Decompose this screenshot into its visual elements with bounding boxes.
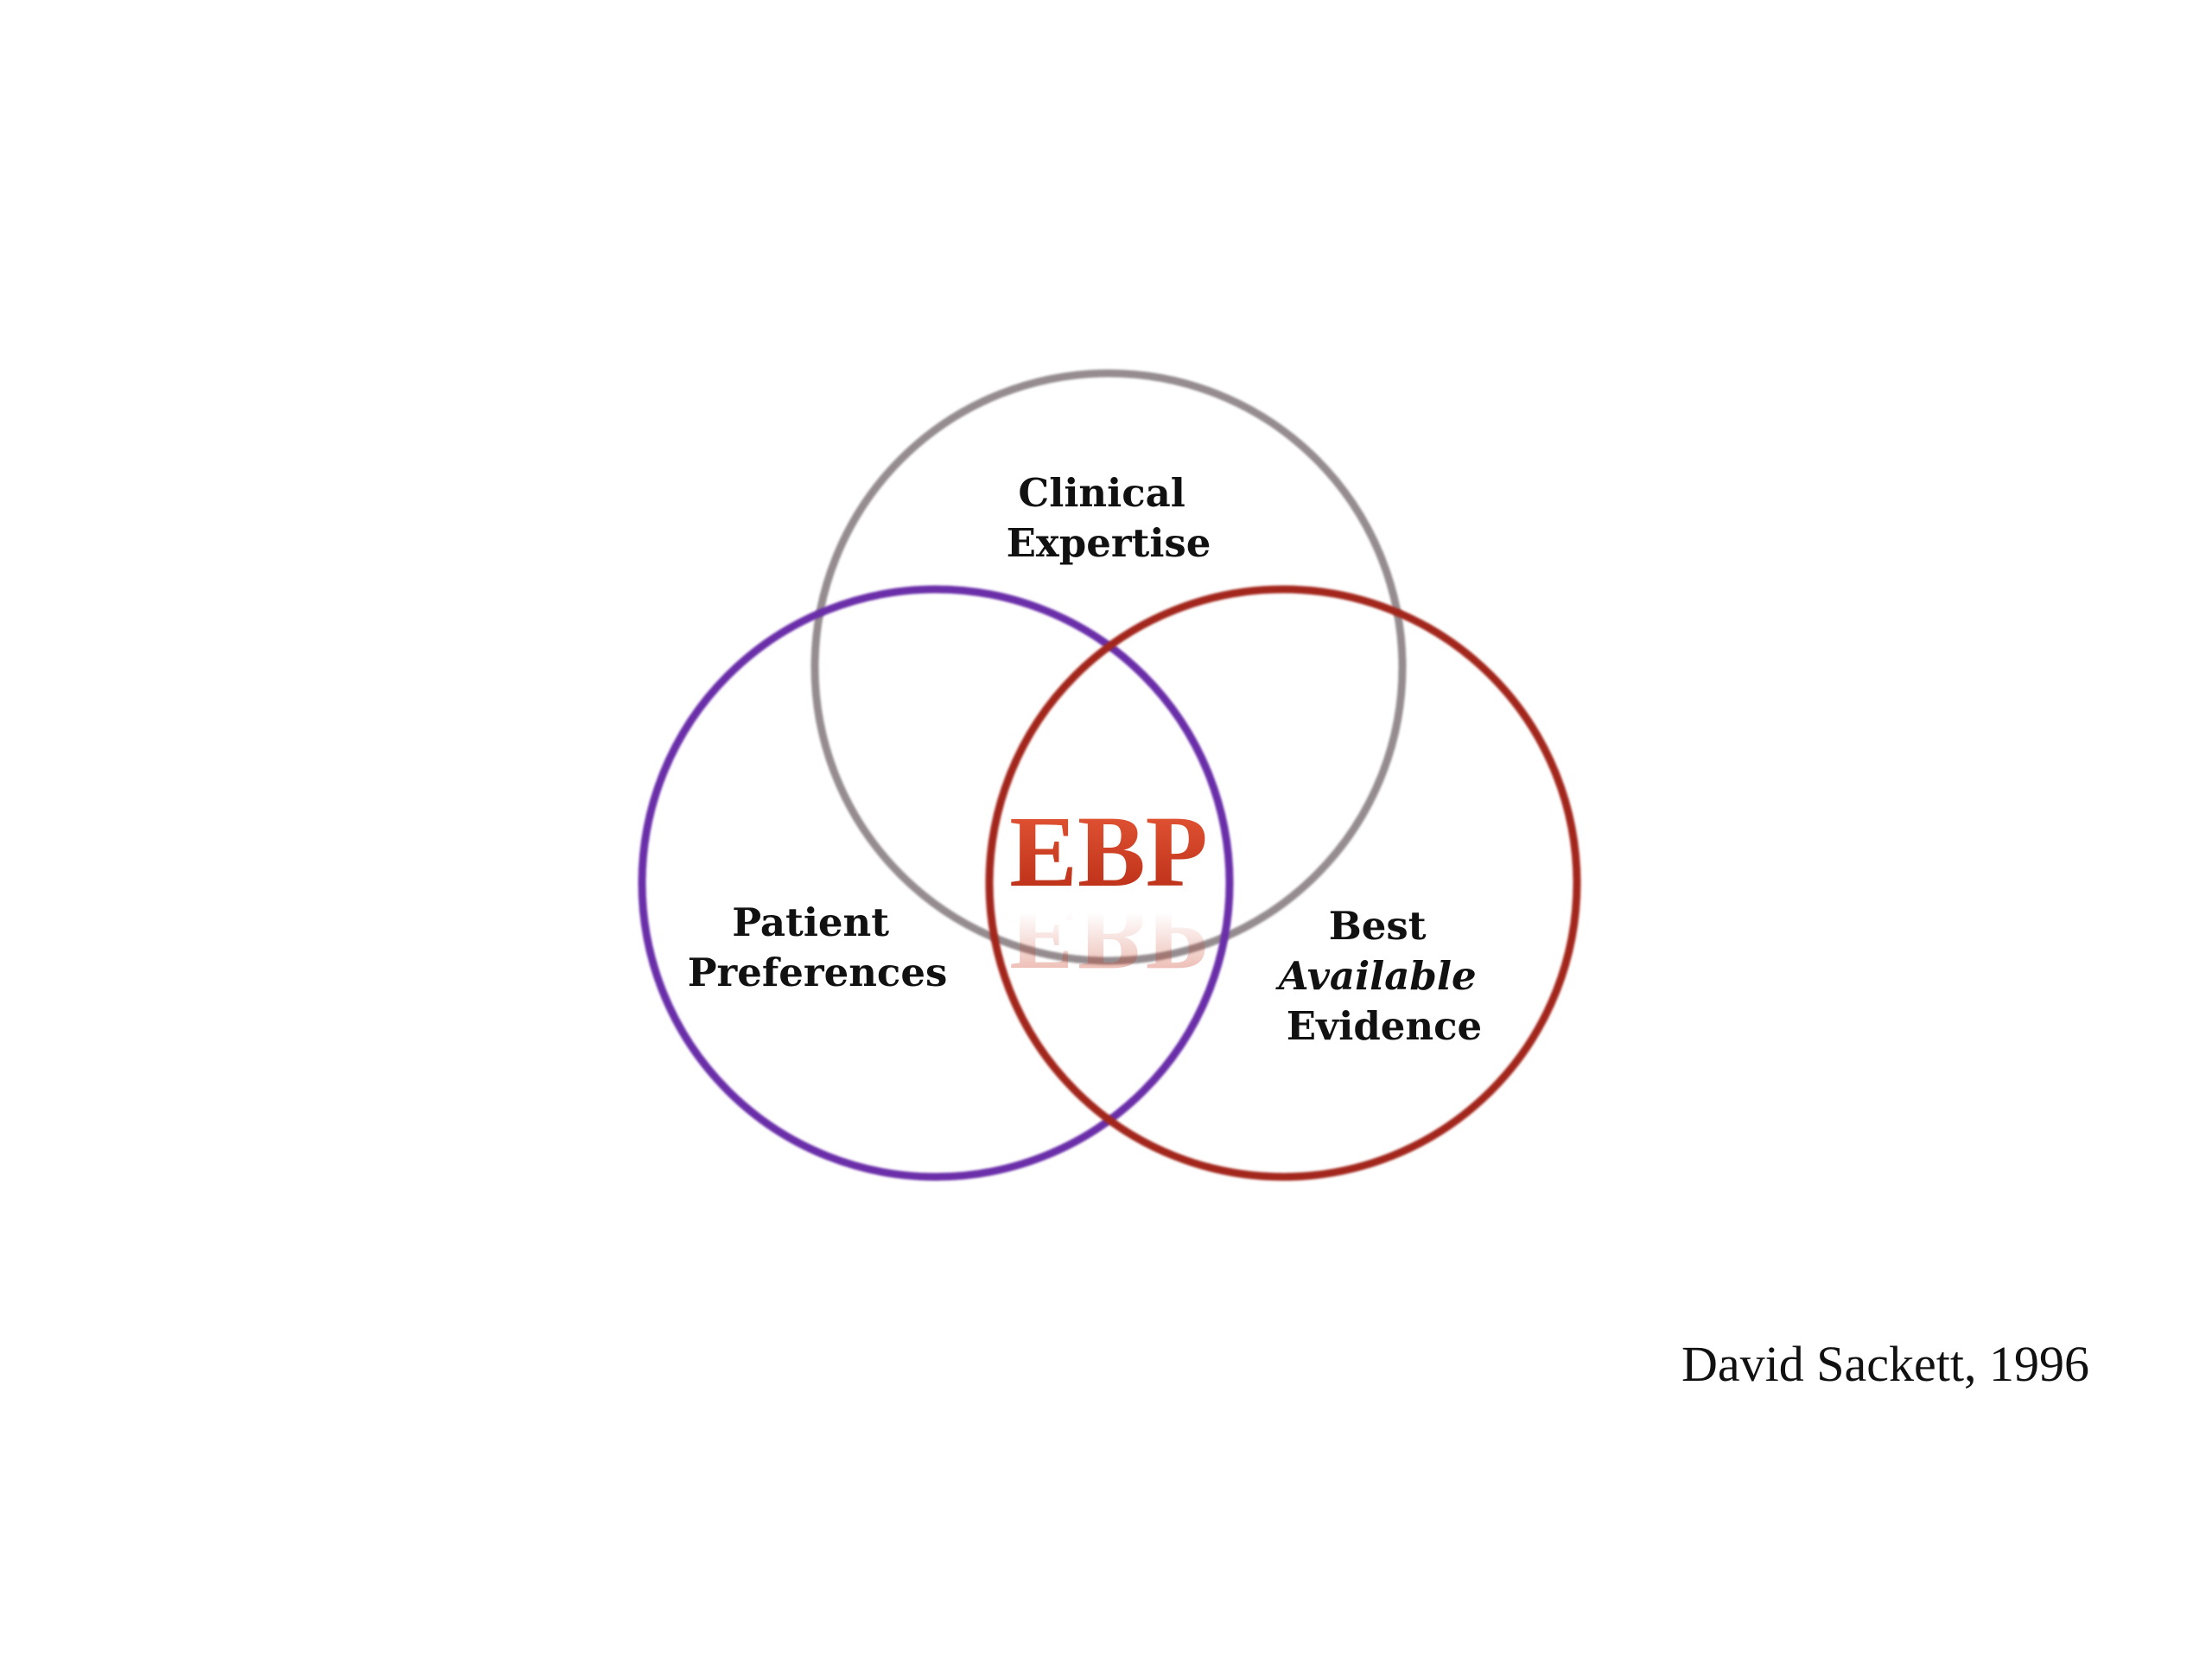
clinical-line-2: Expertise [1007, 520, 1211, 566]
best-evidence-label: Best Available Evidence [1275, 903, 1491, 1049]
clinical-expertise-label: Clinical Expertise [1007, 470, 1211, 566]
ebp-label: EBP [1009, 795, 1208, 908]
ebp-reflection-text: EBP [1009, 879, 1208, 992]
clinical-line-1: Clinical [1018, 470, 1185, 516]
evidence-line-3: Evidence [1287, 1003, 1482, 1049]
patient-line-1: Patient [732, 899, 889, 945]
evidence-line-2: Available [1275, 953, 1477, 999]
patient-line-2: Preferences [688, 950, 948, 995]
best-evidence-circle [985, 585, 1581, 1181]
citation: David Sackett, 1996 [1681, 1336, 2089, 1392]
patient-preferences-label: Patient Preferences [688, 899, 948, 995]
patient-preferences-circle [638, 585, 1234, 1181]
ebp-reflection: EBP [1009, 879, 1208, 992]
evidence-line-1: Best [1329, 903, 1427, 949]
clinical-expertise-circle [810, 369, 1407, 965]
